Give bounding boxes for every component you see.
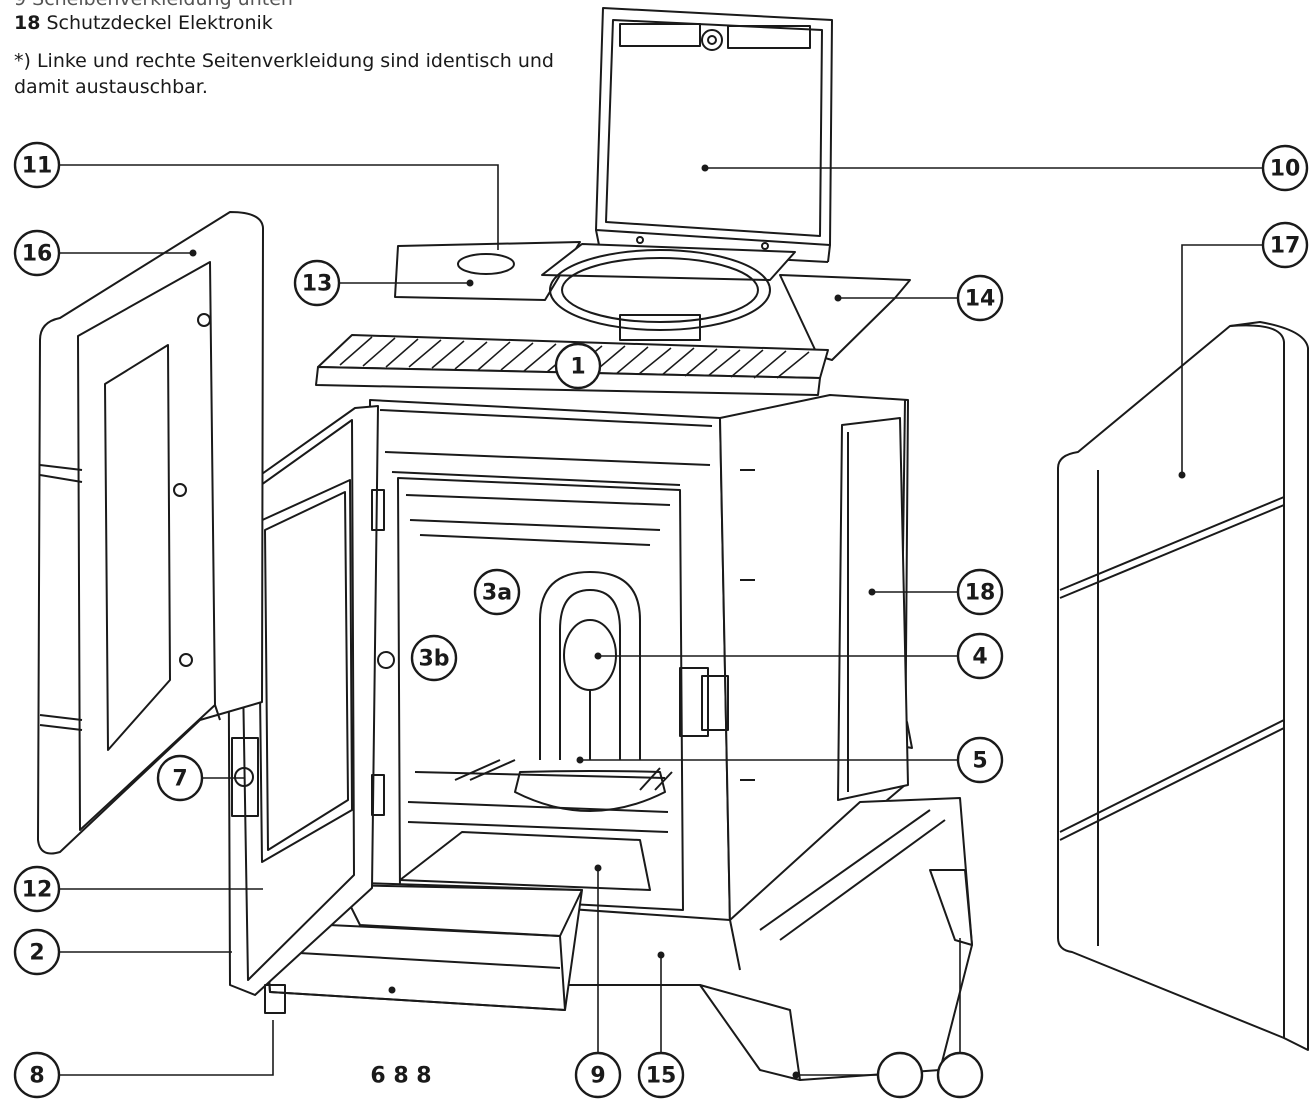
callout-circle-8 (13, 1051, 61, 1099)
legend-item-label: Schutzdeckel Elektronik (46, 12, 273, 34)
callout-circle-3b (410, 634, 458, 682)
callout-circle-9 (574, 1051, 622, 1099)
callout-label-17: 17 (1270, 234, 1301, 259)
callout-label-16: 16 (22, 242, 53, 267)
legend-cut-line: 9 Scheibenverkleidung unten (14, 0, 574, 10)
callout-label-5: 5 (972, 749, 987, 774)
callout-circle-blank-2 (936, 1051, 984, 1099)
callout-label-3a: 3a (482, 581, 512, 606)
callout-circle-15 (637, 1051, 685, 1099)
callout-circle-10 (1261, 144, 1309, 192)
stove-body-drawing (369, 394, 913, 926)
callout-label-14: 14 (965, 287, 996, 312)
callout-circle-4 (956, 632, 1004, 680)
callout-label-13: 13 (302, 272, 333, 297)
leader-dots (189, 164, 1186, 1079)
callout-label-15: 15 (646, 1064, 677, 1089)
leader-lines (60, 164, 1263, 1076)
callout-label-10: 10 (1270, 157, 1301, 182)
callout-circle-3a (473, 568, 521, 616)
legend-note: *) Linke und rechte Seitenverkleidung si… (14, 50, 554, 98)
callout-circle-12 (13, 865, 61, 913)
callout-circle-1 (554, 342, 602, 390)
callout-label-2: 2 (29, 941, 44, 966)
legend: 9 Scheibenverkleidung unten 18Schutzdeck… (14, 0, 574, 100)
door-drawing (227, 405, 395, 1014)
callout-circle-13 (293, 259, 341, 307)
stove-base-drawing (261, 797, 973, 1081)
callout-circle-5 (956, 736, 1004, 784)
callout-circle-11 (13, 141, 61, 189)
electronics-cover-drawing (837, 417, 909, 801)
callout-label-11: 11 (22, 154, 53, 179)
callout-circle-17 (1261, 221, 1309, 269)
callout-label-7: 7 (172, 767, 187, 792)
left-side-panel-drawing (37, 211, 264, 855)
callout-label-18: 18 (965, 581, 996, 606)
callout-circle-blank-1 (876, 1051, 924, 1099)
callout-label-12: 12 (22, 878, 53, 903)
callout-label-1: 1 (570, 355, 585, 380)
callout-circle-14 (956, 274, 1004, 322)
top-lid-drawing (595, 7, 833, 263)
callout-label-3b: 3b (418, 647, 449, 672)
callout-label-4: 4 (972, 645, 987, 670)
callout-circle-18 (956, 568, 1004, 616)
right-side-panel-drawing (1057, 321, 1309, 1051)
callout-label-9: 9 (590, 1064, 605, 1089)
legend-item-number: 18 (14, 12, 41, 34)
callout-label-8: 8 (29, 1064, 44, 1089)
callout-circle-2 (13, 928, 61, 976)
callout-circle-16 (13, 229, 61, 277)
stove-top-drawing (315, 241, 911, 396)
callout-circle-7 (156, 754, 204, 802)
callout-label-6: 6 8 8 (370, 1064, 431, 1089)
